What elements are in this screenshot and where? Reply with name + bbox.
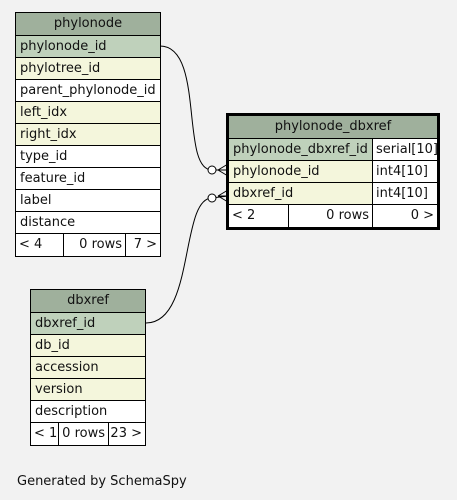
column-row[interactable]: type_id — [16, 146, 160, 168]
children-count[interactable]: 23 > — [110, 426, 142, 441]
relation-dbxref-to-phylonode-dbxref — [145, 195, 229, 324]
column-row[interactable]: accession — [31, 357, 145, 379]
column-name: phylonode_id — [229, 161, 373, 182]
column-type: int4[10] — [373, 183, 437, 204]
parents-count[interactable]: < 4 — [16, 234, 64, 256]
table-dbxref[interactable]: dbxref dbxref_id db_id accession version… — [30, 289, 146, 446]
column-type: serial[10] — [373, 139, 438, 160]
children-count[interactable]: 0 > — [410, 208, 434, 223]
column-row[interactable]: phylonode_id int4[10] — [229, 161, 437, 183]
table-title[interactable]: phylonode_dbxref — [229, 116, 437, 139]
column-row[interactable]: parent_phylonode_id — [16, 80, 160, 102]
table-phylonode[interactable]: phylonode phylonode_id phylotree_id pare… — [15, 12, 161, 257]
relation-end-circle — [207, 193, 217, 203]
table-footer: < 1 0 rows 23 > — [31, 423, 145, 445]
column-row[interactable]: description — [31, 401, 145, 423]
table-footer: < 4 0 rows 7 > — [16, 234, 160, 256]
column-row[interactable]: db_id — [31, 335, 145, 357]
column-row[interactable]: feature_id — [16, 168, 160, 190]
relation-end-circle — [207, 165, 217, 175]
column-row[interactable]: distance — [16, 212, 160, 234]
column-row[interactable]: left_idx — [16, 102, 160, 124]
row-count: 0 rows — [59, 423, 109, 445]
column-name: phylonode_dbxref_id — [229, 139, 373, 160]
column-row[interactable]: phylonode_id — [16, 36, 160, 58]
row-count: 0 rows — [289, 205, 373, 227]
relation-phylonode-to-phylonode-dbxref — [159, 45, 228, 171]
column-row[interactable]: phylonode_dbxref_id serial[10] — [229, 139, 438, 161]
parents-count[interactable]: < 1 — [31, 423, 59, 445]
row-count: 0 rows — [64, 234, 126, 256]
column-row[interactable]: phylotree_id — [16, 58, 160, 80]
generated-by-note: Generated by SchemaSpy — [17, 474, 187, 489]
column-row[interactable]: dbxref_id — [31, 313, 145, 335]
table-footer: < 2 0 rows 0 > — [229, 205, 437, 227]
table-title[interactable]: phylonode — [16, 13, 160, 36]
column-row[interactable]: version — [31, 379, 145, 401]
parents-count[interactable]: < 2 — [229, 205, 289, 227]
column-name: dbxref_id — [229, 183, 373, 204]
column-type: int4[10] — [373, 161, 437, 182]
column-row[interactable]: right_idx — [16, 124, 160, 146]
table-title[interactable]: dbxref — [31, 290, 145, 313]
children-count[interactable]: 7 > — [133, 237, 157, 252]
column-row[interactable]: dbxref_id int4[10] — [229, 183, 437, 205]
column-row[interactable]: label — [16, 190, 160, 212]
table-phylonode-dbxref[interactable]: phylonode_dbxref phylonode_dbxref_id ser… — [226, 113, 440, 230]
